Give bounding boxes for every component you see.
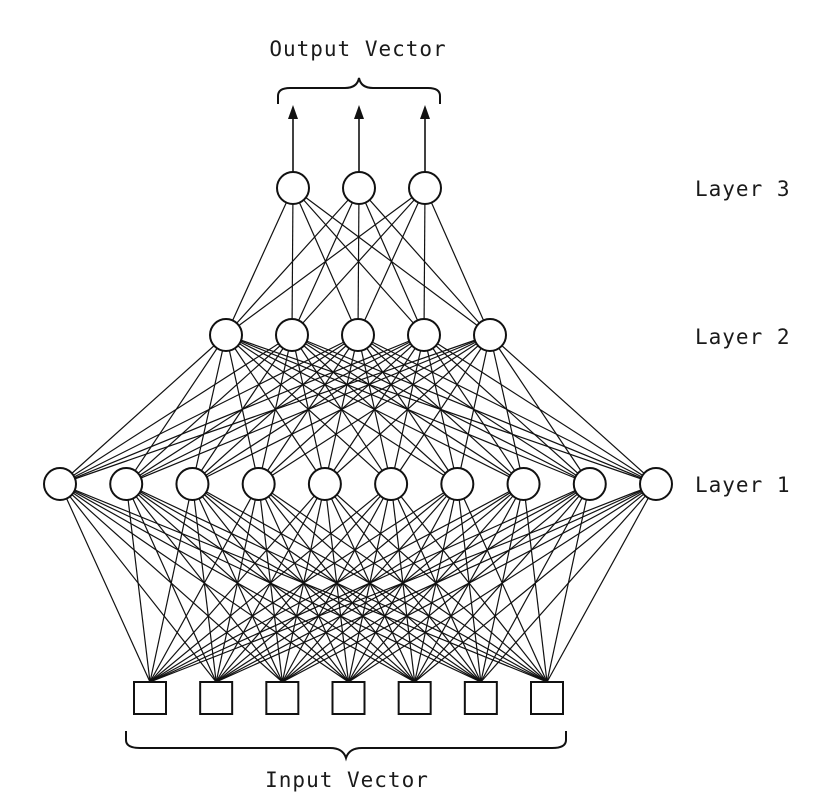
layer-1-node: [175, 467, 210, 501]
input-vector-label: Input Vector: [265, 768, 429, 792]
connection-line: [125, 483, 548, 683]
layer-2-node: [407, 318, 441, 352]
connection-line: [324, 483, 548, 683]
connection-line: [522, 483, 548, 683]
arrowhead-icon: [354, 105, 364, 119]
connection-line: [424, 187, 491, 336]
layer-3-node: [276, 171, 310, 205]
connection-line: [59, 483, 151, 683]
connection-lines: [59, 187, 657, 683]
connection-line: [59, 483, 482, 683]
connection-line: [59, 334, 227, 485]
connection-line: [358, 187, 491, 336]
layer-1-node: [109, 467, 144, 501]
connection-line: [291, 334, 657, 485]
layer-2-label: Layer 2: [695, 325, 791, 349]
connection-line: [59, 483, 283, 683]
connection-line: [423, 334, 657, 485]
arrowhead-icon: [420, 105, 430, 119]
connection-line: [489, 334, 657, 485]
connection-line: [191, 334, 227, 485]
layer-1-node: [241, 467, 276, 501]
output-arrows: [288, 105, 430, 172]
connection-line: [292, 187, 491, 336]
connection-line: [225, 334, 591, 485]
connection-line: [225, 334, 657, 485]
connection-line: [225, 334, 260, 485]
layer-1-node: [639, 467, 673, 501]
input-node: [331, 681, 366, 715]
layer-3-label: Layer 3: [695, 177, 791, 201]
input-brace: [125, 731, 567, 762]
connection-line: [225, 187, 294, 336]
layer-1-node: [572, 467, 607, 501]
connection-line: [125, 334, 227, 485]
layer-1-node: [506, 467, 541, 501]
connection-line: [225, 334, 326, 485]
layer-1-node: [307, 467, 342, 501]
layer-2-node: [275, 318, 309, 352]
connection-line: [546, 483, 657, 683]
layer-2-node: [209, 318, 243, 352]
connection-line: [192, 483, 548, 683]
connection-line: [225, 334, 392, 485]
connection-line: [59, 483, 415, 683]
connection-line: [225, 334, 458, 485]
connection-line: [292, 187, 425, 336]
arrowhead-icon: [288, 105, 298, 119]
network-nodes: [43, 171, 673, 715]
connection-line: [456, 483, 548, 683]
layer-2-node: [341, 318, 375, 352]
input-node: [265, 681, 300, 715]
connection-line: [258, 483, 548, 683]
input-node: [397, 681, 432, 715]
connection-line: [59, 483, 548, 683]
input-node: [463, 681, 498, 715]
layer-1-node: [43, 467, 77, 501]
input-node: [530, 681, 564, 715]
connection-line: [292, 187, 359, 336]
layer-3-node: [342, 171, 376, 205]
connection-line: [291, 187, 294, 336]
connection-line: [225, 334, 524, 485]
layer-1-node: [440, 467, 475, 501]
layer-1-node: [374, 467, 409, 501]
connection-line: [59, 483, 217, 683]
input-node: [133, 681, 167, 715]
layer-2-node: [473, 318, 507, 352]
layer-1-label: Layer 1: [695, 473, 791, 497]
connection-line: [390, 483, 548, 683]
output-vector-label: Output Vector: [269, 37, 446, 61]
connection-line: [546, 483, 591, 683]
layer-3-node: [408, 171, 442, 205]
connection-line: [357, 334, 657, 485]
output-brace: [277, 77, 441, 104]
connection-line: [59, 483, 349, 683]
input-node: [199, 681, 234, 715]
